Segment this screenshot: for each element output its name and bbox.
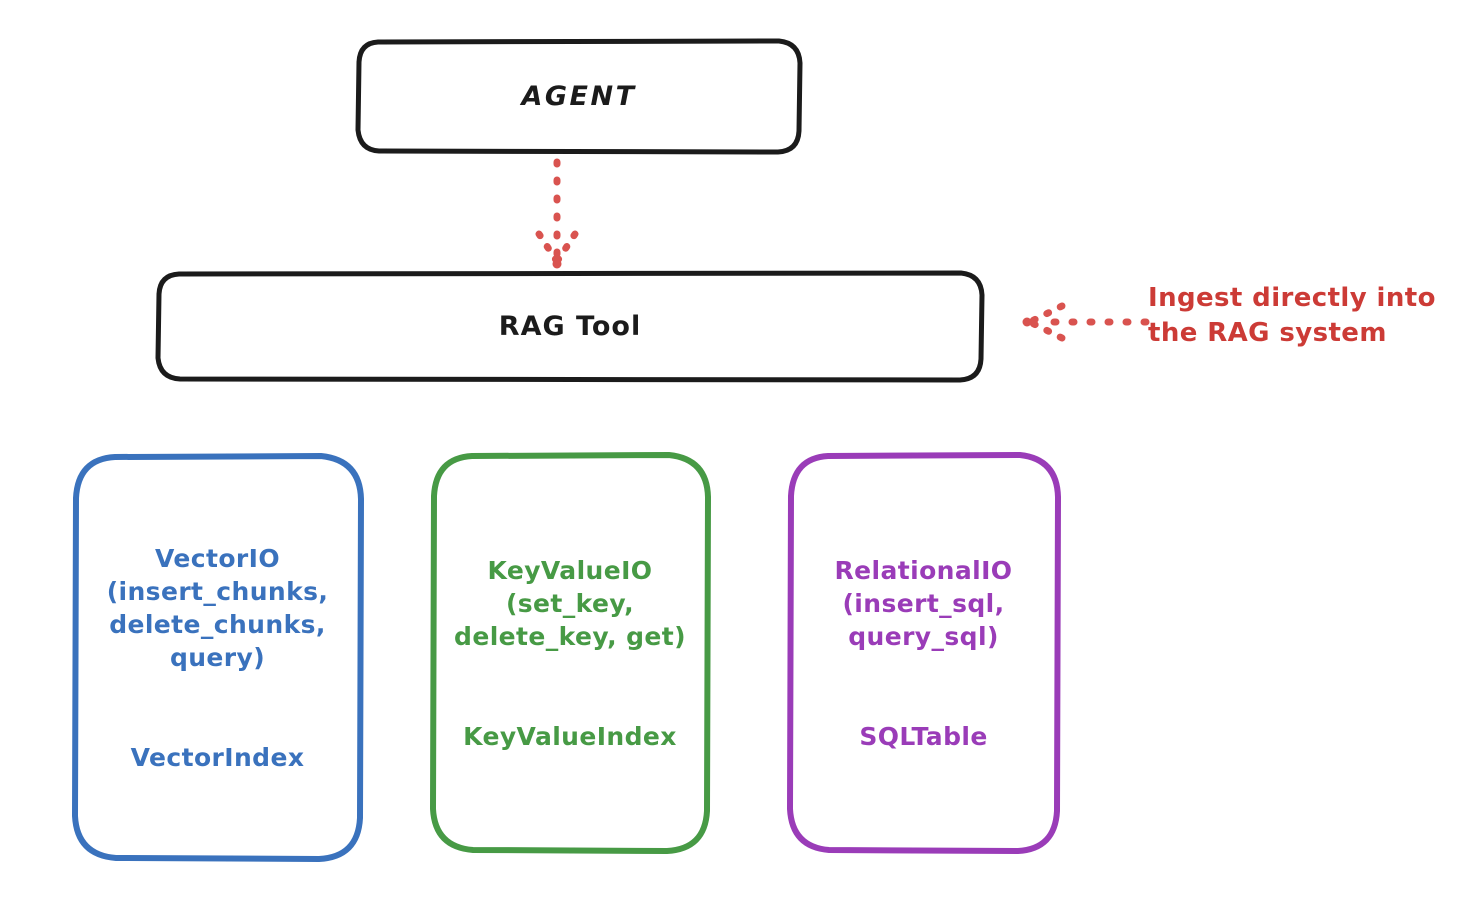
node-rag-tool-label: RAG Tool (498, 310, 642, 342)
node-rag-tool[interactable]: RAG Tool (155, 270, 985, 383)
annotation-ingest-directly: Ingest directly into the RAG system (1148, 283, 1436, 348)
node-agent-label: AGENT (521, 80, 637, 112)
node-key-value-io[interactable]: KeyValueIO (set_key, delete_key, get) Ke… (428, 452, 712, 855)
node-vector-io[interactable]: VectorIO (insert_chunks, delete_chunks, … (70, 453, 365, 863)
node-relational-io[interactable]: RelationalIO (insert_sql, query_sql) SQL… (785, 452, 1062, 855)
connector-agent-to-rag-tool (535, 158, 579, 269)
node-key-value-io-label: KeyValueIO (set_key, delete_key, get) Ke… (454, 555, 686, 751)
node-relational-io-label: RelationalIO (insert_sql, query_sql) SQL… (834, 555, 1013, 751)
node-agent[interactable]: AGENT (355, 38, 803, 155)
connector-ingest-to-rag-tool (1022, 302, 1150, 342)
node-vector-io-label: VectorIO (insert_chunks, delete_chunks, … (106, 543, 329, 773)
